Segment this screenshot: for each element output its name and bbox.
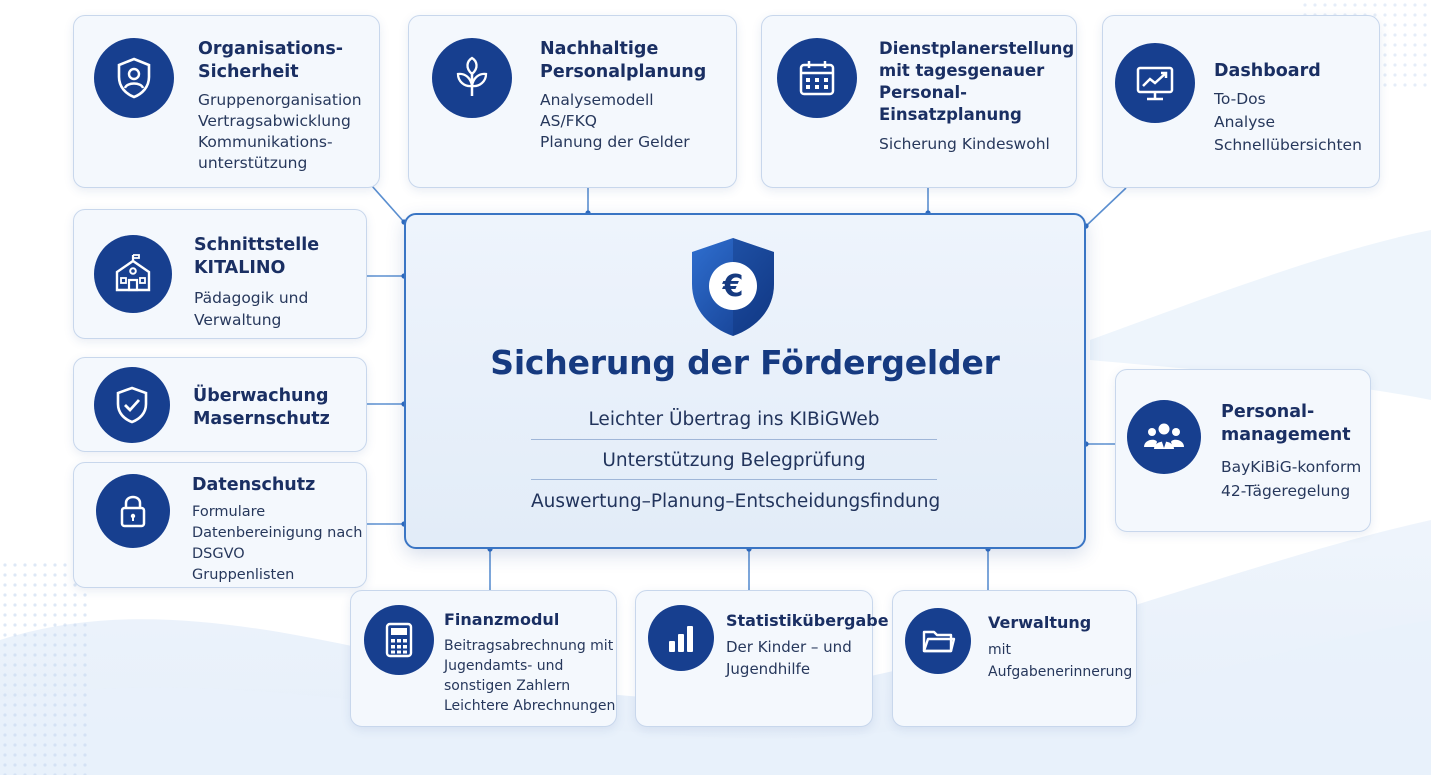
card-title: Statistikübergabe: [726, 611, 889, 630]
padlock-icon: [96, 474, 170, 548]
central-title: Sicherung der Fördergelder: [490, 343, 1000, 382]
card-title: Datenschutz: [192, 475, 316, 495]
card-item: Analysemodell: [540, 91, 654, 109]
card-title: Dienstplanerstellung: [879, 39, 1075, 58]
shield-check-icon: [94, 367, 170, 443]
plant-icon: [432, 38, 512, 118]
card-nachhaltige-personalplanung: Nachhaltige Personalplanung Analysemodel…: [408, 15, 737, 188]
divider: [531, 479, 937, 480]
card-item: Der Kinder – und: [726, 638, 852, 656]
card-title: KITALINO: [194, 258, 286, 278]
card-finanzmodul: Finanzmodul Beitragsabrechnung mit Jugen…: [350, 590, 617, 727]
card-title: Personal-: [879, 83, 967, 102]
central-item: Unterstützung Belegprüfung: [602, 450, 866, 471]
euro-shield-icon: €: [688, 236, 778, 338]
building-icon: [94, 235, 172, 313]
divider: [531, 439, 937, 440]
card-item: Verwaltung: [194, 311, 282, 329]
card-item: Vertragsabwicklung: [198, 112, 351, 130]
card-item: sonstigen Zahlern: [444, 678, 571, 694]
card-title: management: [1221, 425, 1351, 445]
card-item: Planung der Gelder: [540, 133, 690, 151]
card-item: unterstützung: [198, 154, 308, 172]
card-title: Finanzmodul: [444, 610, 560, 629]
card-item: Kommunikations-: [198, 133, 333, 151]
card-title: Einsatzplanung: [879, 105, 1022, 124]
card-item: Formulare: [192, 504, 266, 520]
team-icon: [1127, 400, 1201, 474]
card-title: Schnittstelle: [194, 235, 320, 255]
card-title: Nachhaltige: [540, 39, 659, 59]
card-dashboard: Dashboard To-Dos Analyse Schnellübersich…: [1102, 15, 1380, 188]
card-item: Datenbereinigung nach: [192, 525, 363, 541]
card-verwaltung: Verwaltung mit Aufgabenerinnerung: [892, 590, 1137, 727]
card-title: Überwachung: [193, 386, 329, 406]
card-item: Pädagogik und: [194, 289, 309, 307]
card-personalmanagement: Personal- management BayKiBiG-konform 42…: [1115, 369, 1371, 532]
card-item: Leichtere Abrechnungen: [444, 698, 616, 714]
card-item: BayKiBiG-konform: [1221, 458, 1362, 476]
bar-chart-icon: [648, 605, 714, 671]
card-schnittstelle-kitalino: Schnittstelle KITALINO Pädagogik und Ver…: [73, 209, 367, 339]
folder-icon: [905, 608, 971, 674]
card-title: Verwaltung: [988, 613, 1092, 632]
card-ueberwachung-masernschutz: Überwachung Masernschutz: [73, 357, 367, 452]
card-item: Analyse: [1214, 113, 1276, 131]
card-item: To-Dos: [1214, 90, 1266, 108]
shield-user-icon: [94, 38, 174, 118]
card-title: Organisations-: [198, 39, 344, 59]
card-item: Beitragsabrechnung mit: [444, 638, 614, 654]
card-statistikuebergabe: Statistikübergabe Der Kinder – und Jugen…: [635, 590, 889, 727]
card-title: Personalplanung: [540, 62, 707, 82]
card-dienstplanerstellung: Dienstplanerstellung mit tagesgenauer Pe…: [761, 15, 1077, 188]
card-item: Jugendamts- und: [444, 658, 564, 674]
card-item: 42-Tägeregelung: [1221, 482, 1351, 500]
central-item: Auswertung–Planung–Entscheidungsfindung: [531, 491, 941, 512]
card-title: Dashboard: [1214, 61, 1321, 81]
card-item: Gruppenlisten: [192, 567, 295, 583]
chart-monitor-icon: [1115, 43, 1195, 123]
card-datenschutz: Datenschutz Formulare Datenbereinigung n…: [73, 462, 367, 588]
card-title: Personal-: [1221, 402, 1315, 422]
card-item: Gruppenorganisation: [198, 91, 362, 109]
card-organisations-sicherheit: Organisations- Sicherheit Gruppenorganis…: [73, 15, 380, 188]
card-item: AS/FKQ: [540, 112, 597, 130]
card-title: mit tagesgenauer: [879, 61, 1045, 80]
card-item: Sicherung Kindeswohl: [879, 135, 1050, 153]
card-item: Schnellübersichten: [1214, 136, 1362, 154]
card-title: Sicherheit: [198, 62, 299, 82]
calendar-icon: [777, 38, 857, 118]
card-item: DSGVO: [192, 546, 245, 562]
calculator-icon: [364, 605, 434, 675]
central-item: Leichter Übertrag ins KIBiGWeb: [588, 409, 880, 430]
central-box-foerdergelder: € Sicherung der Fördergelder Leichter Üb…: [404, 213, 1086, 549]
card-item: Aufgabenerinnerung: [988, 664, 1133, 680]
svg-text:€: €: [722, 269, 744, 304]
card-item: Jugendhilfe: [726, 660, 811, 678]
card-item: mit: [988, 642, 1012, 658]
card-title: Masernschutz: [193, 409, 330, 429]
